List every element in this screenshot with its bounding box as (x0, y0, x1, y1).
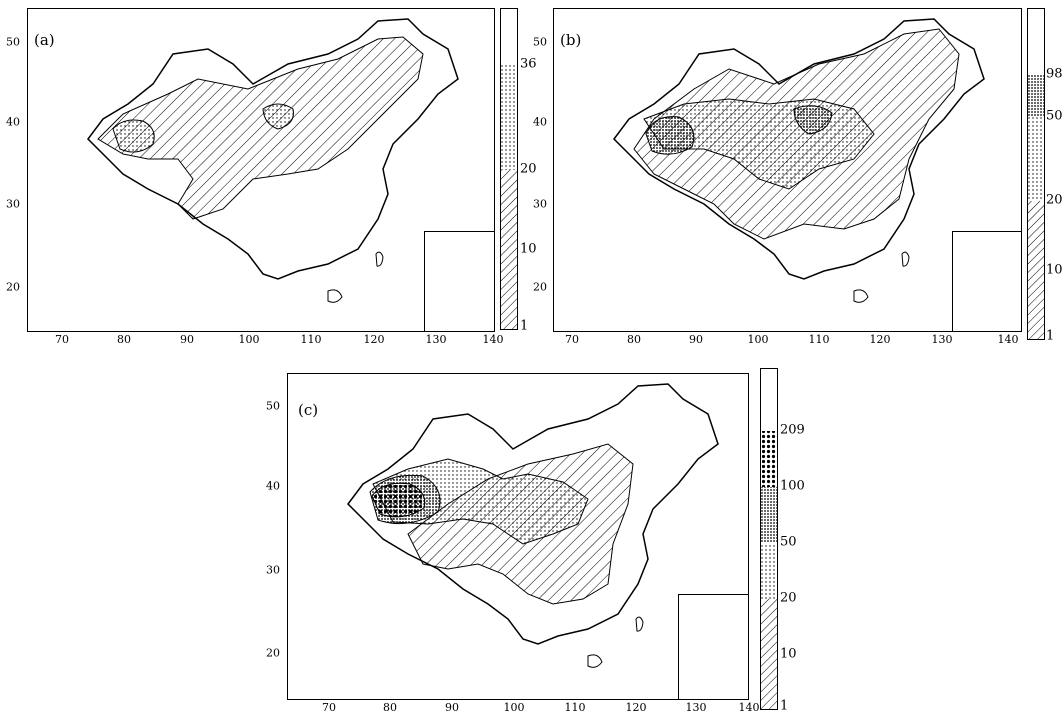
xtick-a-1: 80 (117, 333, 131, 346)
ytick-c-0: 50 (266, 399, 280, 413)
map-panel-a: (a) 70 80 90 100 110 120 130 140 50 40 3… (0, 0, 537, 350)
legend-b-band-4 (1028, 271, 1044, 339)
hainan-c (587, 654, 603, 668)
hainan-a (327, 289, 343, 303)
legend-b-level-2: 20 (1046, 192, 1063, 208)
legend-bar-c (760, 368, 778, 710)
legend-a-band-3 (501, 250, 517, 329)
xtick-c-6: 130 (685, 701, 707, 714)
xtick-c-5: 120 (625, 701, 647, 714)
panel-label-c: (c) (298, 401, 319, 419)
legend-c-band-3 (761, 543, 777, 599)
china-map-b (613, 18, 985, 303)
legend-c-level-5: 1 (780, 698, 789, 714)
legend-c-band-5 (761, 655, 777, 709)
xtick-b-6: 130 (931, 333, 953, 346)
hainan-b (853, 289, 869, 303)
legend-a-level-1: 20 (520, 161, 537, 177)
xtick-b-7: 140 (997, 333, 1019, 346)
xtick-b-2: 90 (689, 333, 703, 346)
map-panel-c: (c) 70 80 90 100 110 120 130 140 50 40 3… (260, 360, 805, 718)
legend-a-band-0 (501, 9, 517, 65)
ytick-b-0: 50 (533, 35, 547, 49)
legend-b-level-4: 1 (1046, 328, 1055, 344)
dense-region-b-2 (793, 105, 833, 135)
legend-a-level-0: 36 (520, 56, 537, 72)
xtick-c-3: 100 (503, 701, 525, 714)
xtick-b-0: 70 (565, 333, 579, 346)
xtick-b-3: 100 (747, 333, 769, 346)
map-panel-b: (b) 70 80 90 100 110 120 130 140 50 40 3… (530, 0, 1063, 350)
legend-c-level-4: 10 (780, 646, 797, 662)
legend-c-level-0: 209 (780, 422, 805, 438)
ytick-a-0: 50 (6, 35, 20, 49)
ytick-a-1: 40 (6, 115, 20, 129)
dense-region-b (645, 116, 695, 155)
xtick-a-2: 90 (180, 333, 194, 346)
ytick-b-2: 30 (533, 197, 547, 211)
legend-c-band-0 (761, 369, 777, 431)
china-map-a (87, 18, 459, 303)
dots-region-a-2 (262, 103, 294, 130)
xtick-c-4: 110 (564, 701, 586, 714)
legend-c-level-1: 100 (780, 478, 805, 494)
legend-c-level-2: 50 (780, 534, 797, 550)
taiwan-a (375, 251, 384, 267)
xtick-b-5: 120 (869, 333, 891, 346)
china-map-c (347, 383, 719, 668)
legend-b-band-3 (1028, 201, 1044, 271)
south-china-sea-inset-b (952, 231, 1021, 331)
blob-region-c (371, 482, 426, 518)
map-frame-a: (a) (27, 8, 495, 332)
taiwan-c (635, 616, 644, 632)
legend-b-band-1 (1028, 75, 1044, 117)
map-frame-b: (b) (553, 8, 1022, 332)
legend-b-level-1: 50 (1046, 108, 1063, 124)
legend-bar-b (1027, 8, 1045, 340)
ytick-b-3: 20 (533, 280, 547, 294)
xtick-c-2: 90 (445, 701, 459, 714)
ytick-a-2: 30 (6, 197, 20, 211)
legend-c-band-1 (761, 431, 777, 487)
ytick-c-1: 40 (266, 479, 280, 493)
xtick-c-0: 70 (322, 701, 336, 714)
panel-label-a: (a) (34, 31, 55, 49)
legend-a-band-2 (501, 170, 517, 250)
legend-c-level-3: 20 (780, 590, 797, 606)
taiwan-b (901, 251, 910, 267)
legend-a-band-1 (501, 65, 517, 170)
dots-region-a (112, 119, 155, 153)
legend-b-band-2 (1028, 117, 1044, 201)
legend-c-band-2 (761, 487, 777, 543)
xtick-a-0: 70 (55, 333, 69, 346)
panel-label-b: (b) (560, 31, 582, 49)
xtick-c-1: 80 (383, 701, 397, 714)
xtick-b-4: 110 (808, 333, 830, 346)
xtick-a-6: 130 (425, 333, 447, 346)
legend-c-band-4 (761, 599, 777, 655)
ytick-b-1: 40 (533, 115, 547, 129)
hatch-region-a (97, 36, 424, 220)
south-china-sea-inset-a (424, 231, 494, 331)
legend-b-level-3: 10 (1046, 262, 1063, 278)
ytick-c-3: 20 (266, 646, 280, 660)
legend-a-level-3: 1 (520, 318, 529, 334)
legend-b-level-0: 98 (1046, 66, 1063, 82)
south-china-sea-inset-c (678, 594, 748, 699)
xtick-a-5: 120 (363, 333, 385, 346)
ytick-c-2: 30 (266, 563, 280, 577)
legend-a-level-2: 10 (520, 241, 537, 257)
xtick-a-7: 140 (482, 333, 504, 346)
xtick-c-7: 140 (738, 701, 760, 714)
legend-bar-a (500, 8, 518, 330)
legend-b-band-0 (1028, 9, 1044, 75)
xtick-a-4: 110 (300, 333, 322, 346)
xtick-a-3: 100 (238, 333, 260, 346)
ytick-a-3: 20 (6, 280, 20, 294)
xtick-b-1: 80 (627, 333, 641, 346)
map-frame-c: (c) (287, 373, 749, 700)
